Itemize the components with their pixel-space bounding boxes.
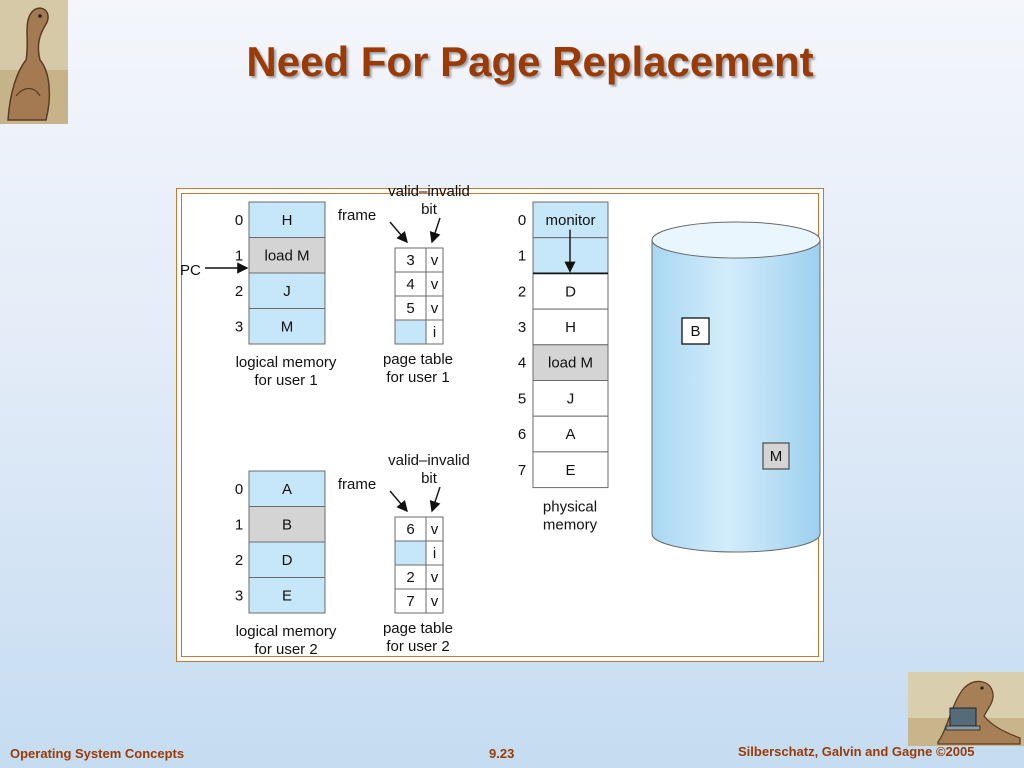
footer-slide-number: 9.23: [489, 746, 515, 761]
diagram-frame-inner: [181, 193, 819, 657]
footer-course: Operating System Concepts: [10, 746, 185, 761]
dinosaur-laptop-logo-icon: [908, 672, 1024, 746]
slide-title: Need For Page Replacement: [246, 38, 814, 85]
dinosaur-logo-icon: [0, 0, 68, 124]
diagram-frame: [176, 188, 824, 662]
footer-copyright: Silberschatz, Galvin and Gagne ©2005: [738, 744, 975, 759]
